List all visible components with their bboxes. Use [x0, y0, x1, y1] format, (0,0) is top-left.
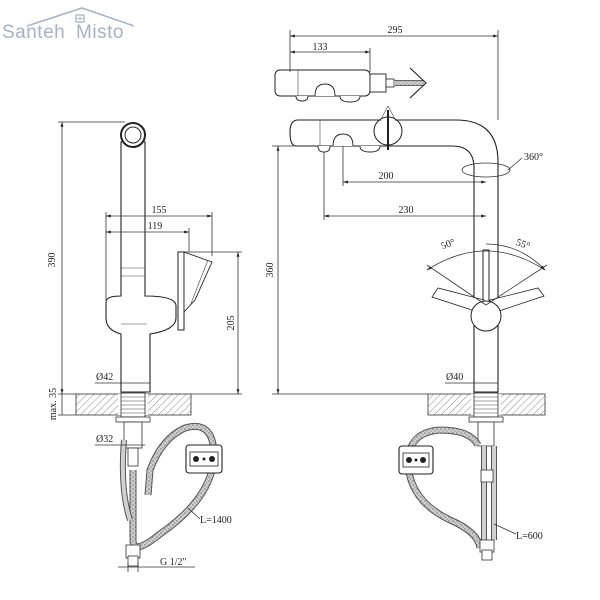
dim-reach-200: 200	[379, 171, 394, 182]
dim-height-390: 390	[47, 253, 58, 268]
dim-hose-600: L=600	[516, 531, 543, 542]
valve-box-left	[185, 444, 223, 474]
lever-left	[177, 251, 213, 331]
dim-height-360: 360	[265, 263, 276, 278]
right-view: 50° 55° 360° 295 133	[265, 25, 548, 561]
brand-logo: Santeh Misto	[2, 22, 124, 44]
rotation-ellipse	[461, 162, 511, 178]
brand-name-part1: Santeh	[2, 22, 66, 43]
valve-box-right	[398, 445, 434, 475]
dim-reach-155: 155	[152, 205, 167, 216]
faucet-body-left	[105, 141, 177, 393]
threaded-stud-left	[115, 392, 151, 423]
dim-diameter-32: Ø32	[96, 434, 113, 445]
lever-hub-right	[470, 300, 502, 332]
dim-thread-g12: G 1/2"	[160, 557, 187, 568]
dim-angle-55: 55°	[514, 237, 531, 252]
left-view: 390 max. 35 155 119 205 Ø42 Ø32 L=1400 G…	[47, 121, 242, 572]
dim-rotation-360: 360°	[524, 152, 543, 163]
dim-angle-50: 50°	[440, 237, 457, 252]
spout-right	[289, 119, 499, 393]
dim-reach-119: 119	[148, 221, 163, 232]
dim-reach-230: 230	[399, 205, 414, 216]
dim-diameter-40: Ø40	[446, 372, 463, 383]
dim-max-35: max. 35	[48, 388, 59, 420]
dim-diameter-42: Ø42	[96, 372, 113, 383]
threaded-stud-right	[468, 392, 504, 423]
house-roof-icon	[26, 7, 135, 27]
pullout-handset	[274, 67, 427, 103]
dim-reach-295: 295	[388, 25, 403, 36]
dim-hose-1400: L=1400	[200, 515, 232, 526]
dim-pullout-133: 133	[313, 42, 328, 53]
brand-name-part2: Misto	[76, 22, 124, 43]
dim-height-205: 205	[226, 316, 237, 331]
